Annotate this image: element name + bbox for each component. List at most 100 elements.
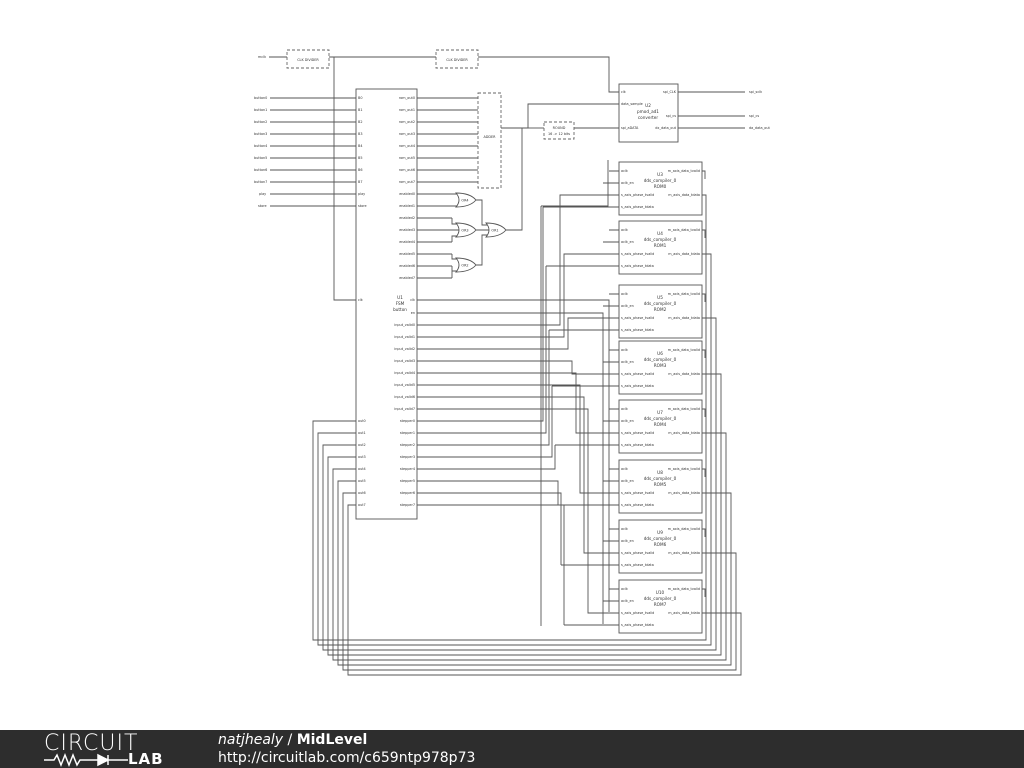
fsm-pin-rom_out5: rom_out5 <box>399 156 415 160</box>
clk-divider-label-1: CLK DIVIDER <box>297 58 319 62</box>
fsm-pin-B2: B2 <box>358 120 362 124</box>
dds-block-rom3-core: dds_compiler_0 <box>644 357 677 362</box>
dds-block-rom3-data-return-wire <box>327 373 722 656</box>
valid-bus-2 <box>452 317 597 350</box>
dds-block-rom1-in-pin: aclk <box>621 228 628 232</box>
fsm-ref: U1 <box>397 295 403 300</box>
round-block <box>543 121 575 140</box>
or-gate-2-label: OR2 <box>461 263 468 267</box>
fsm-pin-B7: B7 <box>358 180 362 184</box>
dds-block-rom5-rom: ROM5 <box>654 482 667 487</box>
or-gate-4: OR4 <box>455 192 477 208</box>
circuit-credit: natjhealy / MidLevel http://circuitlab.c… <box>218 731 475 767</box>
dds-block-rom0-core: dds_compiler_0 <box>644 178 677 183</box>
stepper-bus-6 <box>452 492 562 565</box>
converter-in-pin: spi_aDATA <box>621 126 639 130</box>
wires <box>269 56 745 676</box>
dds-block-rom0-ref: U3 <box>657 172 663 177</box>
or-gate-1-label: OR1 <box>491 228 498 232</box>
fsm-pin-out2: out2 <box>358 443 366 447</box>
or-gate-3: OR3 <box>455 222 477 238</box>
fsm-pin-B5: B5 <box>358 156 362 160</box>
fsm-pin-enabled4: enabled4 <box>399 240 415 244</box>
dds-block-rom5-ref: U8 <box>657 470 663 475</box>
dds-block-rom6-out-pin: m_axis_data_tvalid <box>668 527 700 531</box>
circuitlab-logo[interactable]: CIRCUIT LAB <box>44 733 174 767</box>
dds-block-rom2-out-pin: m_axis_data_tdata <box>668 316 700 320</box>
fsm-pin-out4: out4 <box>358 467 366 471</box>
author-link[interactable]: natjhealy <box>218 732 284 748</box>
valid-bus-1 <box>452 253 597 338</box>
dds-block-rom0-in-pin: aclk_en <box>621 181 634 185</box>
valid-bus-5 <box>452 384 597 494</box>
circuit-title[interactable]: MidLevel <box>296 732 368 748</box>
dds-block-rom7-input-wires <box>564 588 619 626</box>
fsm-pin-out5: out5 <box>358 479 366 483</box>
dds-block-rom6-valid-stub <box>702 528 706 537</box>
dds-block-rom4-valid-stub <box>702 408 706 417</box>
fsm-pin-store: store <box>358 204 367 208</box>
fsm-pin-clk: clk <box>358 298 363 302</box>
input-label-button-1: button1 <box>254 108 267 112</box>
dds-block-rom6-ref: U9 <box>657 530 663 535</box>
adder-to-converter-wire <box>501 103 619 129</box>
fsm-pin-rom_out1: rom_out1 <box>399 108 415 112</box>
dds-block-rom1-out-pin: m_axis_data_tdata <box>668 252 700 256</box>
fsm-pin-stepper3: stepper3 <box>400 455 415 459</box>
adder-block <box>477 92 502 189</box>
or-gate-1: OR1 <box>485 222 507 238</box>
dds-block-rom4-in-pin: aclk_en <box>621 419 634 423</box>
adder-rail <box>540 160 609 626</box>
fsm-pin-enabled6: enabled6 <box>399 264 415 268</box>
dds-block-rom5-input-wires <box>558 468 619 506</box>
dds-block-rom4-out-pin: m_axis_data_tvalid <box>668 407 700 411</box>
fsm-pin-input_valid2: input_valid2 <box>394 347 415 351</box>
dds-block-rom7 <box>618 579 703 634</box>
dds-block-rom0 <box>618 161 703 216</box>
fsm-pin-B1: B1 <box>358 108 362 112</box>
or-gate-3-body <box>455 222 477 238</box>
fsm-pin-enabled0: enabled0 <box>399 192 415 196</box>
fsm-pin-B0: B0 <box>358 96 362 100</box>
fsm-pin-rom_out7: rom_out7 <box>399 180 415 184</box>
dds-block-rom1-ref: U4 <box>657 231 663 236</box>
dds-block-rom3-in-pin: s_axis_phase_tvalid <box>621 372 654 376</box>
converter-in-pin: data_sample <box>621 102 643 106</box>
dds-block-rom3-ref: U6 <box>657 351 663 356</box>
dds-block-rom6-data-return-wire <box>342 492 737 671</box>
valid-bus-7 <box>452 408 597 614</box>
fsm-pin-play: play <box>358 192 365 196</box>
circuit-url[interactable]: http://circuitlab.com/c659ntp978p73 <box>218 750 476 766</box>
fsm-pin-stepper0: stepper0 <box>400 419 415 423</box>
dds-block-rom0-out-pin: m_axis_data_tdata <box>668 193 700 197</box>
dds-block-rom6-in-pin: s_axis_phase_tvalid <box>621 551 654 555</box>
dds-block-rom2-rom: ROM2 <box>654 307 667 312</box>
dds-block-rom0-rom: ROM0 <box>654 184 667 189</box>
dds-block-rom2-in-pin: aclk_en <box>621 304 634 308</box>
or-output-wire <box>506 128 523 231</box>
fsm-pin-out0: out0 <box>358 419 366 423</box>
dds-block-rom2-input-wires <box>549 293 619 331</box>
dds-block-rom7-data-return-wire <box>347 504 742 676</box>
stepper-bus-0 <box>452 207 544 422</box>
converter-clock-wire <box>478 56 619 93</box>
or-gate-4-label: OR4 <box>461 198 468 202</box>
dds-block-rom3-out-pin: m_axis_data_tvalid <box>668 348 700 352</box>
fsm-pin-input_valid7: input_valid7 <box>394 407 415 411</box>
fsm-pin-out7: out7 <box>358 503 366 507</box>
fsm-pin-stepper4: stepper4 <box>400 467 415 471</box>
dds-block-rom5-in-pin: aclk_en <box>621 479 634 483</box>
dds-block-rom5-in-pin: s_axis_phase_tdata <box>621 503 654 507</box>
dds-block-rom3 <box>618 340 703 395</box>
fsm-pin-input_valid6: input_valid6 <box>394 395 415 399</box>
dds-block-rom6-in-pin: s_axis_phase_tdata <box>621 563 654 567</box>
converter-out-pin: spi_cs <box>666 114 676 118</box>
dds-block-rom1-rom: ROM1 <box>654 243 667 248</box>
dds-block-rom2 <box>618 284 703 339</box>
dds-block-rom3-in-pin: s_axis_phase_tdata <box>621 384 654 388</box>
wire <box>476 199 489 266</box>
fsm-pin-input_valid1: input_valid1 <box>394 335 415 339</box>
input-label-button-6: button6 <box>254 168 267 172</box>
dds-block-rom1-in-pin: aclk_en <box>621 240 634 244</box>
dds-block-rom4-out-pin: m_axis_data_tdata <box>668 431 700 435</box>
